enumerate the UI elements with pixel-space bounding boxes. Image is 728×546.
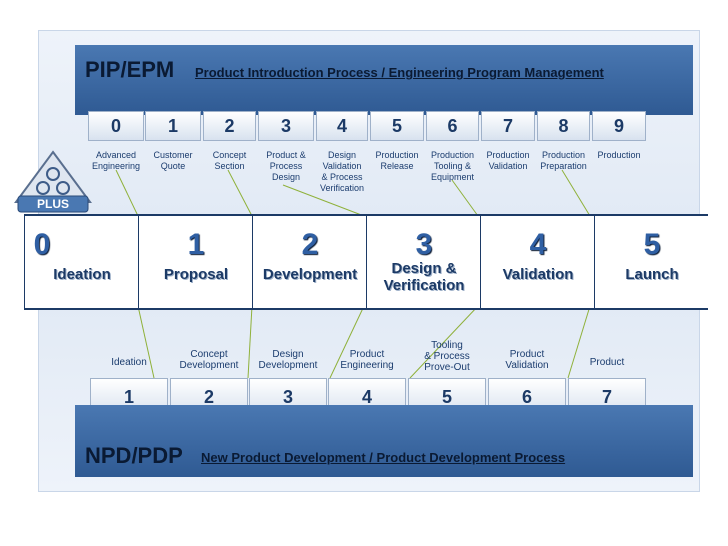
npd-phase-label: Product bbox=[589, 357, 625, 368]
pip-title: PIP/EPM bbox=[85, 57, 175, 82]
plus-logo: PLUS bbox=[14, 150, 92, 213]
stage-name: Proposal bbox=[163, 266, 229, 283]
pip-phase-box: 6 bbox=[426, 111, 479, 141]
stage-number: 2 bbox=[301, 228, 319, 261]
npd-title: NPD/PDP bbox=[85, 443, 183, 468]
pip-phase-box: 4 bbox=[316, 111, 368, 141]
pip-phase-label: Production bbox=[597, 150, 641, 160]
stage-name: Development bbox=[262, 266, 358, 283]
pip-band: PIP/EPM Product Introduction Process / E… bbox=[75, 45, 693, 115]
stage-number: 5 bbox=[643, 228, 661, 261]
npd-phase-label: Ideation bbox=[111, 357, 147, 368]
logo-text: PLUS bbox=[37, 197, 69, 211]
stage-name: Design &Verification bbox=[383, 260, 465, 294]
pip-phase-box: 3 bbox=[258, 111, 314, 141]
stage-number: 4 bbox=[529, 228, 547, 261]
pip-phase-box: 9 bbox=[592, 111, 646, 141]
stage-name: Ideation bbox=[53, 266, 111, 283]
stage-number: 3 bbox=[415, 228, 433, 261]
npd-subtitle: New Product Development / Product Develo… bbox=[201, 450, 566, 465]
stage-name: Validation bbox=[502, 266, 574, 283]
pip-phase-box: 2 bbox=[203, 111, 256, 141]
pip-phase-box: 0 bbox=[88, 111, 144, 141]
pip-phase-box: 7 bbox=[481, 111, 535, 141]
pip-phase-box: 5 bbox=[370, 111, 424, 141]
npd-band: NPD/PDP New Product Development / Produc… bbox=[75, 405, 693, 477]
stage-number: 0 bbox=[33, 228, 51, 261]
stage-number: 1 bbox=[187, 228, 205, 261]
pip-phase-box: 1 bbox=[145, 111, 201, 141]
pip-subtitle: Product Introduction Process / Engineeri… bbox=[195, 65, 604, 80]
stage-name: Launch bbox=[625, 266, 679, 283]
pip-phase-box: 8 bbox=[537, 111, 590, 141]
